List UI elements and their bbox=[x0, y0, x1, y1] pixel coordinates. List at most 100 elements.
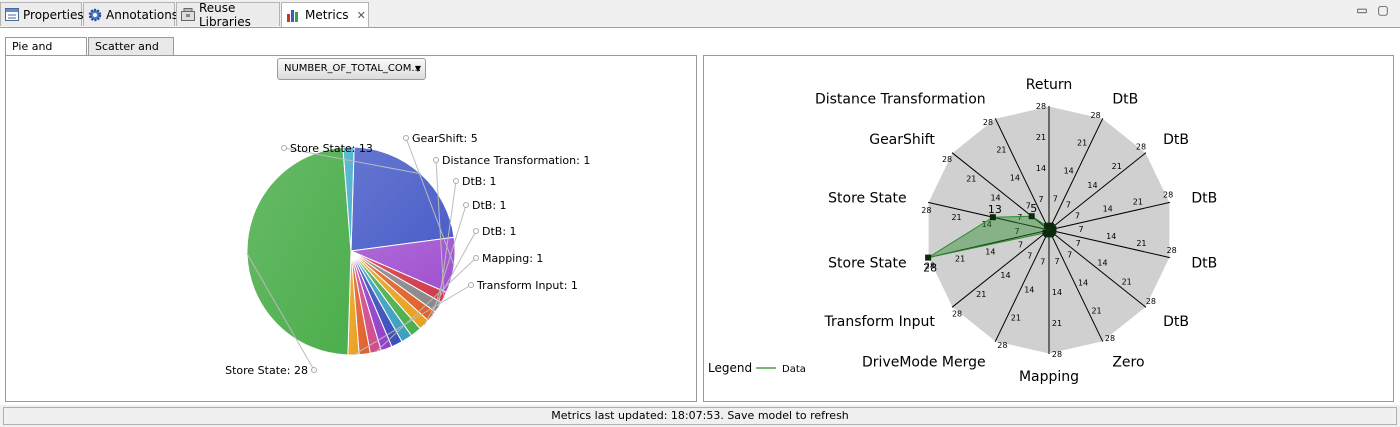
minimize-icon[interactable]: ▭ bbox=[1356, 3, 1368, 17]
spider-tick-label: 28 bbox=[1036, 102, 1046, 111]
pie-label-dot bbox=[403, 135, 409, 141]
pie-label: Store State: 13 bbox=[290, 142, 373, 155]
metric-selector[interactable]: NUMBER_OF_TOTAL_COM... ▼ bbox=[277, 58, 426, 80]
bar-chart-icon bbox=[286, 8, 301, 23]
spider-axis-label: DriveMode Merge bbox=[862, 355, 986, 371]
pie-label: Distance Transformation: 1 bbox=[442, 154, 590, 167]
pie-label: Mapping: 1 bbox=[482, 252, 543, 265]
spider-axis-label: GearShift bbox=[869, 132, 935, 148]
spider-tick-label: 21 bbox=[976, 290, 986, 299]
pie-label-dot bbox=[473, 255, 479, 261]
spider-tick-label: 28 bbox=[1105, 334, 1115, 343]
spider-tick-label: 28 bbox=[952, 310, 962, 319]
spider-data-point bbox=[1042, 229, 1049, 236]
spider-tick-label: 21 bbox=[1036, 133, 1046, 142]
spider-tick-label: 14 bbox=[1010, 174, 1020, 183]
spider-axis bbox=[1048, 229, 1147, 308]
legend-title: Legend bbox=[708, 361, 752, 375]
pie-label-dot bbox=[281, 145, 287, 151]
pie-label-dot bbox=[468, 282, 474, 288]
spider-tick-label: 28 bbox=[1052, 350, 1062, 359]
tab-properties[interactable]: Properties bbox=[0, 2, 84, 26]
spider-value-label: 5 bbox=[1030, 202, 1037, 215]
pie-slice bbox=[350, 146, 455, 252]
spider-tick-label: 28 bbox=[1146, 297, 1156, 306]
spider-axis bbox=[1048, 152, 1147, 231]
close-icon[interactable]: ✕ bbox=[356, 8, 366, 22]
spider-tick-label: 7 bbox=[1067, 250, 1072, 259]
spider-tick-label: 7 bbox=[1076, 239, 1081, 248]
spider-tick-label: 28 bbox=[997, 341, 1007, 350]
pie-slice bbox=[342, 146, 355, 252]
tab-pie-and-spider[interactable]: Pie and Spider bbox=[5, 37, 87, 71]
pie-label-leader bbox=[375, 257, 477, 353]
spider-tick-label: 7 bbox=[1040, 257, 1045, 266]
spider-axis-label: DtB bbox=[1112, 91, 1138, 107]
spider-tick-label: 14 bbox=[1036, 164, 1046, 173]
properties-icon bbox=[5, 7, 19, 22]
spider-axis-label: DtB bbox=[1163, 132, 1189, 148]
spider-tick-label: 14 bbox=[1097, 258, 1107, 267]
maximize-icon[interactable]: ▢ bbox=[1377, 3, 1389, 17]
spider-tick-label: 28 bbox=[1163, 191, 1173, 200]
tab-label: Metrics bbox=[305, 8, 349, 22]
spider-tick-label: 21 bbox=[1136, 239, 1146, 248]
spider-axis bbox=[1048, 229, 1104, 342]
spider-tick-label: 21 bbox=[1091, 306, 1101, 315]
spider-tick-label: 14 bbox=[985, 248, 995, 257]
spider-axis-label: Return bbox=[1026, 77, 1072, 93]
spider-tick-label: 28 bbox=[921, 206, 931, 215]
spider-tick-label: 21 bbox=[1077, 139, 1087, 148]
spider-tick-label: 14 bbox=[1024, 285, 1034, 294]
spider-axis-label: Store State bbox=[828, 191, 907, 207]
spider-axis-label: Distance Transformation bbox=[815, 91, 986, 107]
spider-tick-label: 14 bbox=[990, 194, 1000, 203]
spider-tick-label: 14 bbox=[1106, 232, 1116, 241]
spider-tick-label: 14 bbox=[1078, 278, 1088, 287]
spider-axis bbox=[951, 229, 1050, 308]
tab-metrics[interactable]: Metrics ✕ bbox=[281, 2, 369, 27]
spider-axis-label: Store State bbox=[828, 255, 907, 271]
pie-label-dot bbox=[463, 202, 469, 208]
spider-tick-label: 14 bbox=[1103, 204, 1113, 213]
spider-data-point bbox=[925, 254, 932, 261]
pie-label-leader bbox=[423, 230, 477, 325]
tab-label: Annotations bbox=[106, 7, 179, 22]
pie-label-leader bbox=[431, 204, 467, 317]
pie-label-dot bbox=[473, 228, 479, 234]
spider-axis bbox=[927, 201, 1050, 231]
spider-data-point bbox=[989, 214, 996, 221]
spider-axis-label: DtB bbox=[1191, 191, 1217, 207]
spider-tick-label: 21 bbox=[1122, 278, 1132, 287]
metric-selector-value: NUMBER_OF_TOTAL_COM... bbox=[284, 63, 421, 74]
pie-label: DtB: 1 bbox=[462, 175, 497, 188]
tab-label: Reuse Libraries bbox=[199, 0, 251, 29]
pie-label: GearShift: 5 bbox=[412, 132, 478, 145]
pie-label: DtB: 1 bbox=[482, 225, 517, 238]
spider-value-label: 13 bbox=[988, 203, 1002, 216]
spider-axis-label: DtB bbox=[1163, 314, 1189, 330]
pie-label-leader bbox=[283, 147, 421, 175]
spider-tick-label: 7 bbox=[1053, 195, 1058, 204]
spider-tick-label: 7 bbox=[1017, 213, 1022, 222]
spider-tick-label: 21 bbox=[1112, 162, 1122, 171]
pie-label: DtB: 1 bbox=[472, 199, 507, 212]
spider-tick-label: 28 bbox=[1136, 142, 1146, 151]
view-tab-bar: Properties Annotations Reuse Libraries M… bbox=[0, 0, 1400, 29]
tab-annotations[interactable]: Annotations bbox=[83, 2, 179, 26]
chevron-down-icon: ▼ bbox=[414, 64, 421, 73]
spider-value-label: 28 bbox=[923, 262, 937, 275]
spider-axis-label: DtB bbox=[1191, 255, 1217, 271]
tab-reuse-libraries[interactable]: Reuse Libraries bbox=[176, 0, 280, 29]
pie-label-leader bbox=[246, 253, 315, 371]
spider-tick-label: 7 bbox=[1066, 200, 1071, 209]
spider-tick-label: 14 bbox=[1052, 288, 1062, 297]
spider-tick-label: 28 bbox=[983, 118, 993, 127]
pie-label-dot bbox=[453, 178, 459, 184]
annotations-gear-icon bbox=[88, 7, 102, 22]
spider-axis bbox=[1048, 229, 1171, 259]
pie-label: Transform Input: 1 bbox=[476, 279, 578, 292]
tab-scatter-and-bar[interactable]: Scatter and Bar bbox=[88, 37, 174, 71]
spider-tick-label: 14 bbox=[982, 220, 992, 229]
